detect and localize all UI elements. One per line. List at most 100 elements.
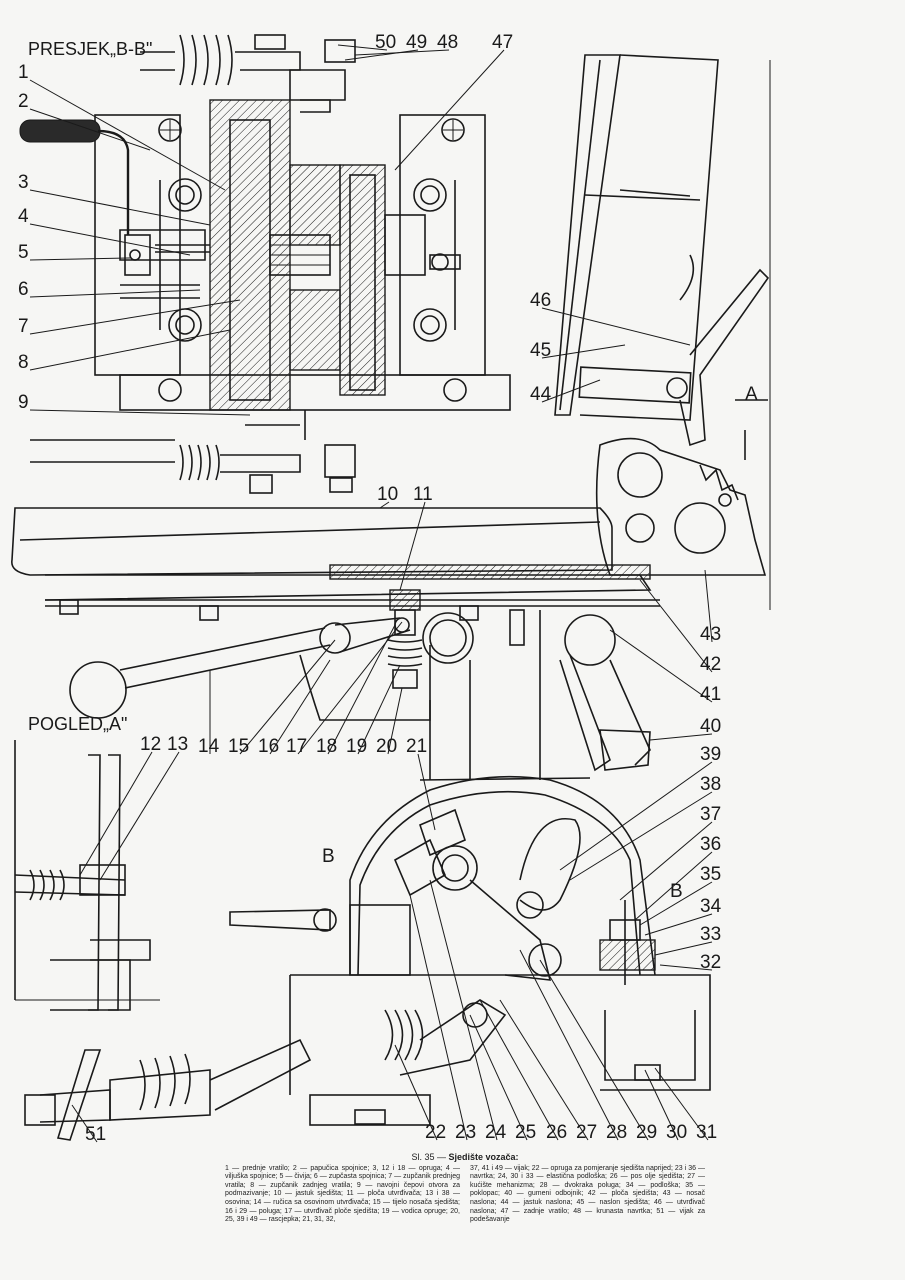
callout-leader-21 — [417, 753, 436, 831]
callout-leader-24 — [429, 879, 498, 1141]
section-bb-label: PRESJEK„B-B" — [28, 39, 152, 59]
callout-number-2: 2 — [18, 91, 29, 112]
view-a-detail — [14, 740, 160, 1011]
title-labels: PRESJEK„B-B" POGLED„A" A B B — [28, 39, 758, 902]
callout-leader-51 — [71, 1104, 98, 1143]
callout-number-18: 18 — [316, 736, 337, 757]
callout-leader-3 — [29, 189, 211, 226]
callout-leader-41 — [609, 629, 713, 703]
callout-leader-8 — [29, 329, 231, 371]
callout-number-1: 1 — [18, 62, 29, 83]
callout-number-48: 48 — [437, 32, 458, 53]
callout-leader-44 — [541, 379, 601, 403]
caption-title-text: Sjedište vozača: — [448, 1152, 519, 1162]
callout-leader-35 — [639, 881, 713, 926]
callout-leader-15 — [239, 639, 336, 755]
callout-number-13: 13 — [167, 734, 188, 755]
callout-number-26: 26 — [546, 1122, 567, 1143]
callout-leader-26 — [479, 999, 559, 1141]
callout-number-42: 42 — [700, 654, 721, 675]
callout-number-29: 29 — [636, 1122, 657, 1143]
callout-number-32: 32 — [700, 952, 721, 973]
callout-number-11: 11 — [413, 484, 433, 505]
mark-b-label-left: B — [322, 846, 335, 867]
callout-leader-2 — [29, 108, 151, 151]
callout-number-31: 31 — [696, 1122, 717, 1143]
callout-number-6: 6 — [18, 279, 29, 300]
callout-leader-33 — [654, 941, 713, 956]
callout-number-4: 4 — [18, 206, 29, 227]
callout-leader-32 — [659, 964, 713, 971]
callout-leader-4 — [29, 223, 191, 256]
callout-number-14: 14 — [198, 736, 220, 757]
callout-leader-37 — [619, 821, 713, 901]
callout-leader-40 — [649, 733, 713, 741]
backrest-assembly — [554, 54, 771, 610]
callout-leader-45 — [541, 344, 626, 359]
callout-leader-39 — [559, 761, 713, 871]
callout-number-28: 28 — [606, 1122, 627, 1143]
callout-number-23: 23 — [455, 1122, 476, 1143]
callout-number-36: 36 — [700, 834, 721, 855]
callout-leader-10 — [379, 501, 390, 509]
callout-number-5: 5 — [18, 242, 29, 263]
callout-leader-29 — [539, 959, 649, 1141]
callout-number-51: 51 — [85, 1124, 106, 1145]
callout-number-20: 20 — [376, 736, 397, 757]
caption-column-right: 37, 41 i 49 — vijak; 22 — opruga za pomj… — [470, 1164, 705, 1224]
callout-leader-9 — [29, 409, 251, 416]
callout-number-16: 16 — [258, 736, 279, 757]
mark-a-label: A — [745, 384, 758, 405]
callout-number-9: 9 — [18, 392, 29, 413]
callout-number-30: 30 — [666, 1122, 687, 1143]
callout-number-24: 24 — [485, 1122, 507, 1143]
callout-number-7: 7 — [18, 316, 29, 337]
callout-leader-18 — [327, 624, 396, 755]
callout-number-15: 15 — [228, 736, 249, 757]
housing-bolt-heads — [158, 118, 467, 402]
callout-number-22: 22 — [425, 1122, 446, 1143]
callout-number-25: 25 — [515, 1122, 536, 1143]
callout-number-27: 27 — [576, 1122, 597, 1143]
callout-leader-42 — [639, 579, 713, 673]
callout-leader-22 — [394, 1044, 438, 1141]
seat-cushion-and-plate — [11, 507, 660, 781]
callout-number-19: 19 — [346, 736, 367, 757]
callout-number-21: 21 — [406, 736, 427, 757]
callout-number-43: 43 — [700, 624, 721, 645]
callout-number-10: 10 — [377, 484, 398, 505]
callout-leader-38 — [569, 791, 713, 881]
callout-leader-12 — [79, 751, 153, 876]
callout-leader-1 — [29, 79, 226, 191]
callout-number-39: 39 — [700, 744, 721, 765]
callout-leader-16 — [269, 659, 331, 755]
callout-leader-13 — [99, 751, 180, 881]
callout-number-12: 12 — [140, 734, 161, 755]
caption-title: Sl. 35 — Sjedište vozača: — [225, 1153, 705, 1162]
callout-number-41: 41 — [700, 684, 721, 705]
callout-number-49: 49 — [406, 32, 427, 53]
callout-number-8: 8 — [18, 352, 29, 373]
slide-mechanism — [24, 775, 711, 1141]
callout-number-34: 34 — [700, 896, 722, 917]
callout-number-35: 35 — [700, 864, 721, 885]
callout-number-38: 38 — [700, 774, 721, 795]
callout-number-37: 37 — [700, 804, 721, 825]
callout-leader-36 — [634, 851, 713, 921]
view-a-label: POGLED„A" — [28, 714, 127, 734]
callout-leader-11 — [399, 501, 426, 591]
callout-leader-27 — [499, 999, 589, 1141]
callout-leader-20 — [387, 687, 403, 755]
callout-leader-7 — [29, 299, 241, 335]
callout-leader-47 — [394, 49, 505, 171]
callout-leader-43 — [704, 569, 713, 643]
callout-leader-30 — [644, 1069, 679, 1141]
callout-leader-34 — [644, 913, 713, 936]
callout-leader-23 — [409, 894, 468, 1141]
callout-leader-25 — [469, 1014, 528, 1141]
callout-number-47: 47 — [492, 32, 513, 53]
caption-column-left: 1 — prednje vratilo; 2 — papučica spojni… — [225, 1164, 460, 1224]
callout-leader-6 — [29, 289, 201, 298]
